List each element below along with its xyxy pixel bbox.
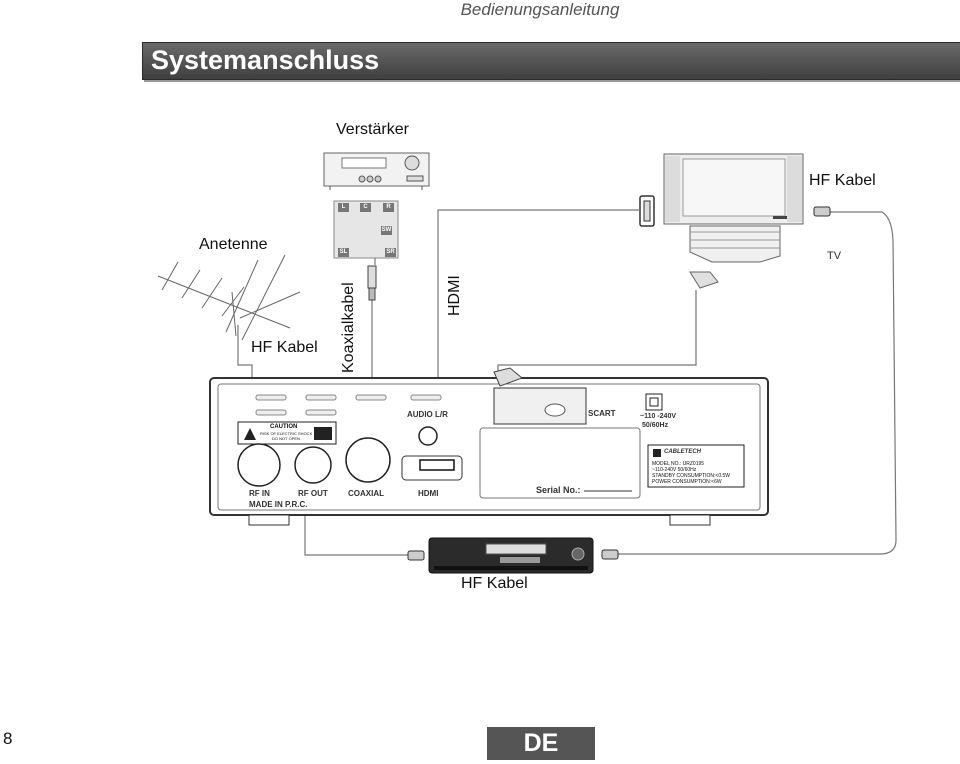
caution-line1: RISK OF ELECTRIC SHOCK	[260, 431, 313, 436]
rf-out-label: RF OUT	[298, 489, 328, 498]
section-title: Systemanschluss	[151, 45, 380, 75]
made-in-label: MADE IN P.R.C.	[249, 500, 308, 509]
speaker-label-sr: SR	[385, 248, 396, 257]
speaker-label-sw: SW	[381, 226, 392, 235]
rf-in-label: RF IN	[249, 489, 270, 498]
amplifier-label: Verstärker	[336, 121, 409, 138]
receiver-back-panel	[209, 367, 769, 526]
antenna-device	[157, 254, 301, 341]
power-line2: 50/60Hz	[642, 422, 669, 429]
serial-label: Serial No.:	[536, 485, 581, 495]
set-top-box	[428, 537, 594, 574]
manual-header: Bedienungsanleitung	[460, 0, 620, 19]
hdmi-cable-label: HDMI	[446, 275, 463, 316]
tv-device	[639, 153, 804, 289]
speaker-label-sl: SL	[338, 248, 349, 257]
speaker-label-c: C	[360, 203, 371, 212]
power-line1: ~110 -240V	[640, 413, 677, 420]
coax-cable-label: Koaxialkabel	[340, 282, 357, 373]
speaker-label-r: R	[383, 203, 394, 212]
hf-cable-antenna-label: HF Kabel	[251, 339, 318, 356]
page-number: 8	[3, 729, 13, 748]
caution-line2: DO NOT OPEN	[272, 436, 300, 441]
language-badge: DE	[487, 727, 595, 760]
audio-port-label: AUDIO L/R	[407, 410, 448, 419]
speaker-label-l: L	[338, 203, 349, 212]
model-line3: STANDBY CONSUMPTION:<0.5W	[652, 473, 731, 479]
brand-label: CABLETECH	[664, 449, 701, 455]
tv-label: TV	[827, 250, 842, 262]
amplifier-device	[323, 152, 430, 190]
antenna-label: Anetenne	[199, 236, 268, 253]
model-line1: MODEL NO.: URZ0195	[652, 461, 705, 467]
model-line2: ~110-240V 50/60Hz	[652, 467, 697, 473]
hdmi-port-label: HDMI	[418, 489, 439, 498]
hf-cable-tv-label: HF Kabel	[809, 172, 876, 189]
coaxial-port-label: COAXIAL	[348, 489, 384, 498]
model-line4: POWER CONSUMPTION:<6W	[652, 479, 722, 485]
scart-port-label: SCART	[588, 409, 616, 418]
section-title-bar: Systemanschluss	[142, 42, 960, 80]
caution-title: CAUTION	[270, 424, 298, 430]
hf-cable-bottom-label: HF Kabel	[461, 575, 528, 592]
